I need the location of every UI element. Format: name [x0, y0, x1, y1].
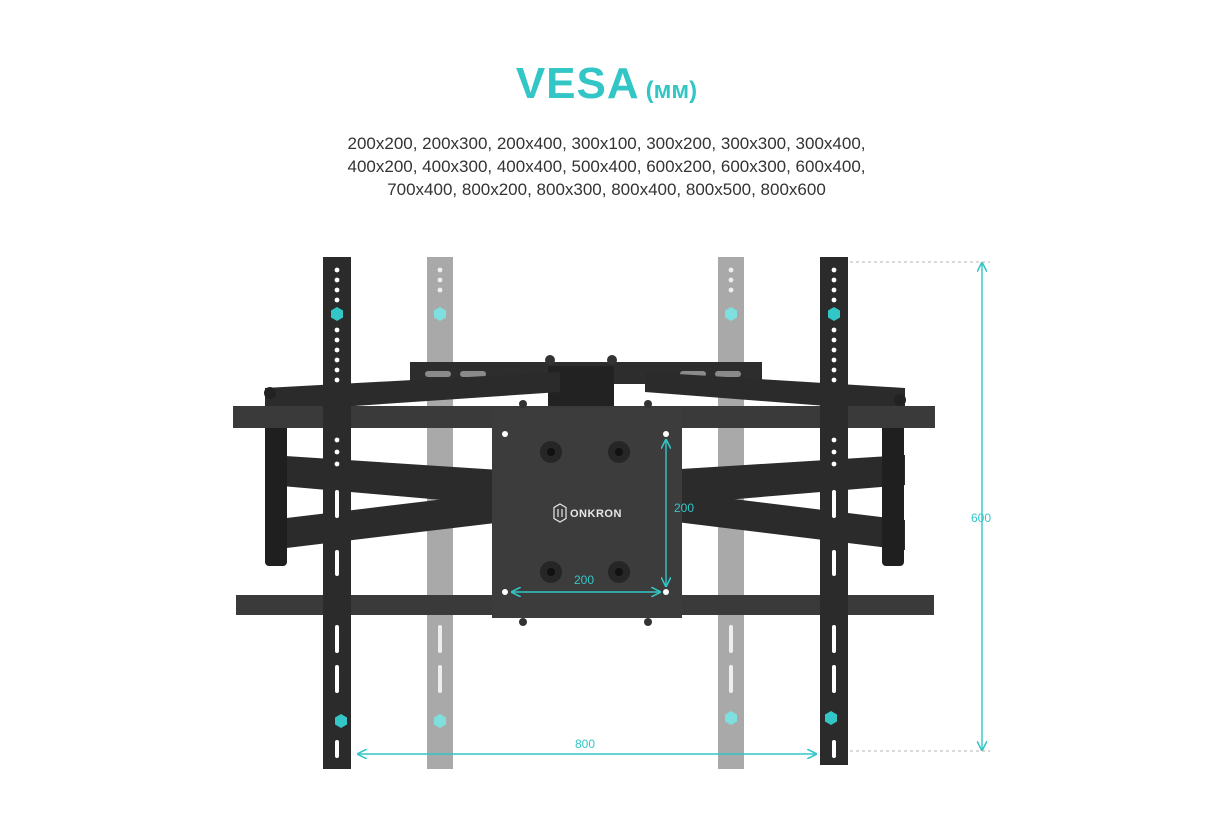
- hex-markers: [331, 307, 840, 728]
- hex-screw-icon: [825, 711, 837, 725]
- vesa-sizes-list: 200x200, 200x300, 200x400, 300x100, 300x…: [0, 132, 1213, 201]
- title-unit: (мм): [645, 77, 698, 104]
- brand-logo-icon: [553, 503, 567, 523]
- hex-screw-icon: [331, 307, 343, 321]
- title-main: VESA: [515, 59, 640, 108]
- hex-screw-icon: [434, 714, 446, 728]
- sizes-line: 200x200, 200x300, 200x400, 300x100, 300x…: [347, 134, 866, 153]
- hex-screw-icon: [828, 307, 840, 321]
- max-height-label: 600: [971, 511, 991, 525]
- vesa-plate: ONKRON: [492, 400, 682, 626]
- dimension-lines: [358, 263, 982, 754]
- sizes-line: 400x200, 400x300, 400x400, 500x400, 600x…: [347, 157, 866, 176]
- hex-screw-icon: [434, 307, 446, 321]
- hex-screw-icon: [725, 307, 737, 321]
- rail-holes: [334, 267, 837, 758]
- plate-width-label: 200: [574, 573, 594, 587]
- hex-screw-icon: [335, 714, 347, 728]
- sizes-line: 700x400, 800x200, 800x300, 800x400, 800x…: [387, 180, 826, 199]
- hex-screw-icon: [725, 711, 737, 725]
- brand-name: ONKRON: [570, 508, 622, 520]
- max-width-label: 800: [575, 737, 595, 751]
- plate-height-label: 200: [674, 501, 694, 515]
- vesa-title: VESA(мм): [0, 62, 1213, 106]
- extension-lines: [850, 261, 990, 752]
